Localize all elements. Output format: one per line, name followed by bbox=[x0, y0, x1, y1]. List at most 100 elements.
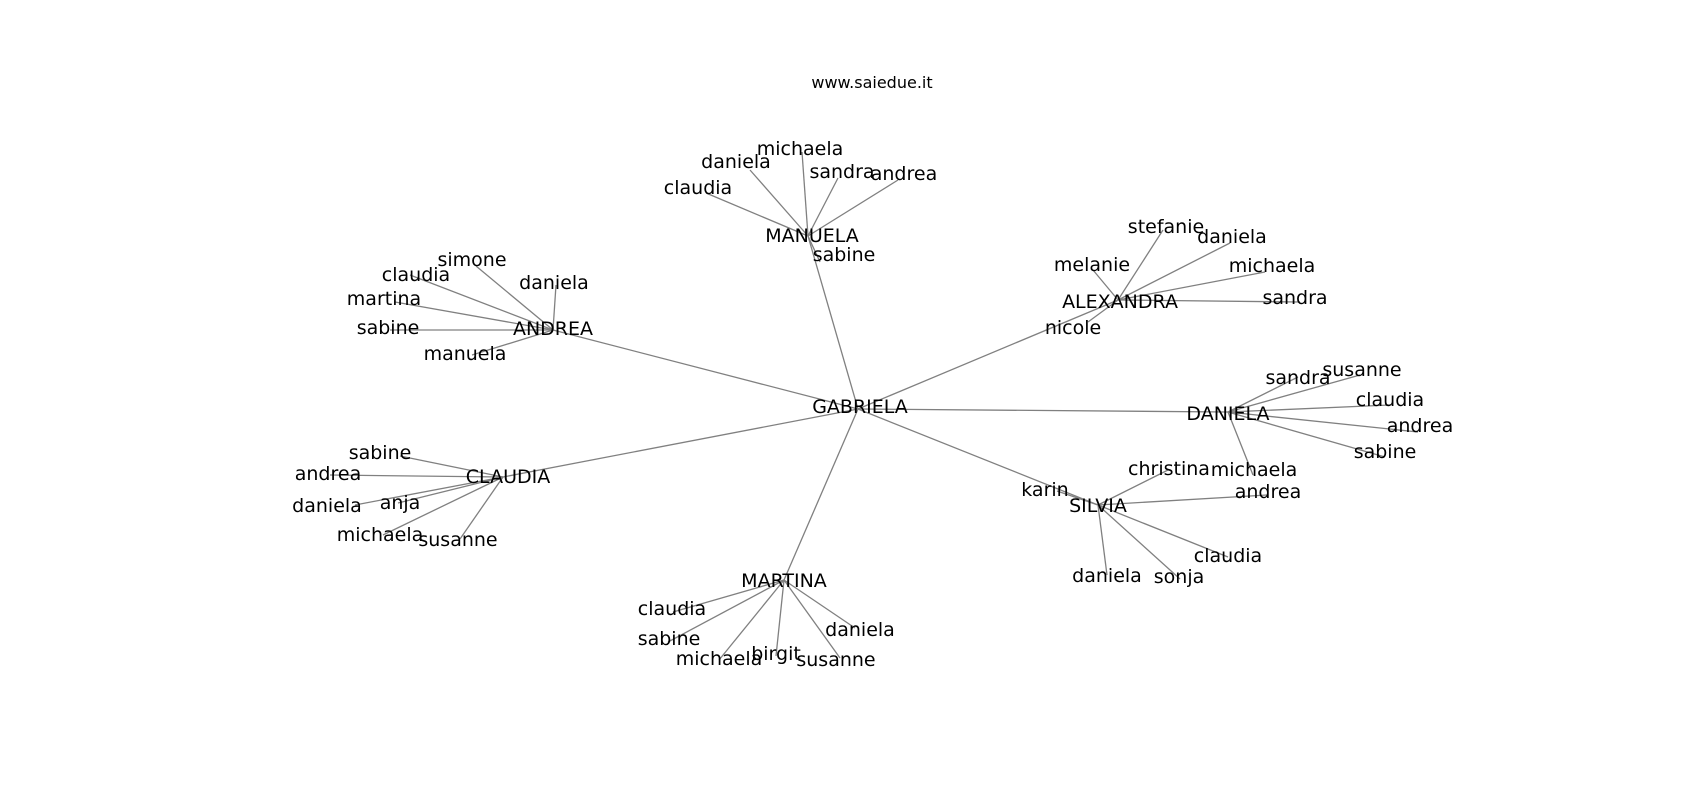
nodes: GABRIELAMANUELAclaudiadanielamichaelasan… bbox=[292, 138, 1453, 671]
edge-root-manuela bbox=[807, 235, 859, 410]
leaf-node-alexandra-michaela: michaela bbox=[1229, 255, 1316, 277]
site-title: www.saiedue.it bbox=[811, 73, 932, 92]
leaf-node-martina-michaela: michaela bbox=[676, 648, 763, 670]
leaf-node-andrea-manuela: manuela bbox=[424, 343, 507, 365]
edge-daniela-susanne bbox=[1227, 374, 1361, 413]
leaf-node-claudia-andrea: andrea bbox=[295, 463, 361, 485]
group-node-alexandra: ALEXANDRA bbox=[1062, 291, 1178, 313]
leaf-node-daniela-michaela: michaela bbox=[1211, 459, 1298, 481]
group-node-martina: MARTINA bbox=[741, 570, 827, 592]
edge-manuela-sandra bbox=[807, 177, 839, 237]
edge-martina-susanne bbox=[783, 579, 841, 659]
leaf-node-alexandra-daniela: daniela bbox=[1197, 226, 1267, 248]
leaf-node-alexandra-nicole: nicole bbox=[1045, 317, 1101, 339]
leaf-node-daniela-susanne: susanne bbox=[1322, 359, 1401, 381]
leaf-node-claudia-susanne: susanne bbox=[418, 529, 497, 551]
leaf-node-manuela-andrea: andrea bbox=[871, 163, 937, 185]
edge-andrea-martina bbox=[394, 301, 554, 331]
edge-manuela-claudia bbox=[705, 192, 809, 237]
edge-martina-claudia bbox=[672, 579, 785, 613]
leaf-node-daniela-andrea: andrea bbox=[1387, 415, 1453, 437]
leaf-node-alexandra-sandra: sandra bbox=[1262, 287, 1327, 309]
edge-root-andrea bbox=[552, 329, 859, 410]
group-node-andrea: ANDREA bbox=[513, 318, 593, 340]
edge-silvia-daniela bbox=[1097, 504, 1108, 576]
leaf-node-silvia-andrea: andrea bbox=[1235, 481, 1301, 503]
edge-silvia-karin bbox=[1056, 490, 1099, 506]
leaf-node-martina-birgit: birgit bbox=[751, 643, 801, 665]
edge-martina-michaela bbox=[718, 579, 785, 661]
edge-andrea-daniela bbox=[552, 284, 557, 331]
root-node-label: GABRIELA bbox=[812, 396, 908, 418]
edge-andrea-manuela bbox=[471, 329, 554, 356]
edge-martina-daniela bbox=[783, 579, 856, 629]
edge-claudia-andrea bbox=[329, 474, 504, 478]
edge-claudia-sabine bbox=[399, 455, 504, 478]
edge-claudia-susanne bbox=[459, 476, 504, 540]
leaf-node-alexandra-stefanie: stefanie bbox=[1128, 216, 1204, 238]
leaf-node-manuela-sabine: sabine bbox=[813, 244, 876, 266]
leaf-node-manuela-michaela: michaela bbox=[757, 138, 844, 160]
leaf-node-silvia-sonja: sonja bbox=[1154, 566, 1205, 588]
leaf-node-manuela-daniela: daniela bbox=[701, 151, 771, 173]
leaf-node-martina-daniela: daniela bbox=[825, 619, 895, 641]
edge-daniela-sandra bbox=[1227, 376, 1299, 413]
leaf-node-manuela-claudia: claudia bbox=[664, 177, 732, 199]
edge-andrea-simone bbox=[475, 265, 554, 331]
edge-martina-birgit bbox=[775, 579, 785, 657]
edge-alexandra-daniela bbox=[1117, 242, 1231, 301]
edge-alexandra-sandra bbox=[1117, 299, 1301, 303]
leaf-node-andrea-daniela: daniela bbox=[519, 272, 589, 294]
edge-alexandra-nicole bbox=[1087, 299, 1119, 323]
group-node-claudia: CLAUDIA bbox=[466, 466, 550, 488]
edge-daniela-sabine bbox=[1227, 411, 1386, 458]
edge-root-silvia bbox=[857, 408, 1099, 506]
group-node-silvia: SILVIA bbox=[1069, 495, 1127, 517]
leaf-node-claudia-sabine: sabine bbox=[349, 442, 412, 464]
edge-silvia-christina bbox=[1097, 469, 1169, 506]
edge-root-daniela bbox=[857, 408, 1229, 413]
leaf-node-claudia-michaela: michaela bbox=[337, 524, 424, 546]
edge-daniela-claudia bbox=[1227, 404, 1391, 413]
edge-silvia-andrea bbox=[1097, 494, 1268, 506]
edge-claudia-daniela bbox=[354, 476, 504, 506]
leaf-node-andrea-claudia: claudia bbox=[382, 264, 450, 286]
edge-daniela-andrea bbox=[1227, 411, 1419, 433]
edge-andrea-claudia bbox=[409, 274, 554, 331]
edge-claudia-anja bbox=[397, 476, 504, 504]
leaf-node-silvia-christina: christina bbox=[1128, 458, 1210, 480]
edge-alexandra-melanie bbox=[1092, 269, 1119, 301]
leaf-node-martina-sabine: sabine bbox=[638, 628, 701, 650]
leaf-node-manuela-sandra: sandra bbox=[809, 161, 874, 183]
leaf-node-silvia-daniela: daniela bbox=[1072, 565, 1142, 587]
leaf-node-andrea-simone: simone bbox=[437, 249, 506, 271]
leaf-node-claudia-anja: anja bbox=[380, 492, 421, 514]
leaf-node-andrea-sabine: sabine bbox=[357, 317, 420, 339]
edges bbox=[329, 151, 1419, 661]
leaf-node-martina-claudia: claudia bbox=[638, 598, 706, 620]
leaf-node-silvia-karin: karin bbox=[1021, 479, 1068, 501]
edge-silvia-claudia bbox=[1097, 504, 1229, 558]
group-node-manuela: MANUELA bbox=[765, 225, 859, 247]
leaf-node-alexandra-melanie: melanie bbox=[1054, 254, 1130, 276]
edge-manuela-andrea bbox=[807, 179, 899, 237]
edge-manuela-michaela bbox=[801, 151, 809, 237]
edge-silvia-sonja bbox=[1097, 504, 1181, 580]
leaf-node-claudia-daniela: daniela bbox=[292, 495, 362, 517]
edge-manuela-daniela bbox=[749, 169, 809, 237]
edge-root-martina bbox=[783, 408, 859, 581]
edge-manuela-sabine bbox=[807, 235, 821, 263]
edge-daniela-michaela bbox=[1227, 411, 1254, 476]
edge-root-alexandra bbox=[857, 299, 1119, 410]
edge-alexandra-stefanie bbox=[1117, 229, 1164, 301]
leaf-node-silvia-claudia: claudia bbox=[1194, 545, 1262, 567]
edge-alexandra-michaela bbox=[1117, 271, 1266, 301]
edge-martina-sabine bbox=[667, 579, 785, 643]
leaf-node-daniela-sabine: sabine bbox=[1354, 441, 1417, 463]
group-node-daniela: DANIELA bbox=[1186, 403, 1269, 425]
leaf-node-martina-susanne: susanne bbox=[796, 649, 875, 671]
leaf-node-andrea-martina: martina bbox=[347, 288, 421, 310]
leaf-node-daniela-claudia: claudia bbox=[1356, 389, 1424, 411]
leaf-node-daniela-sandra: sandra bbox=[1265, 367, 1330, 389]
